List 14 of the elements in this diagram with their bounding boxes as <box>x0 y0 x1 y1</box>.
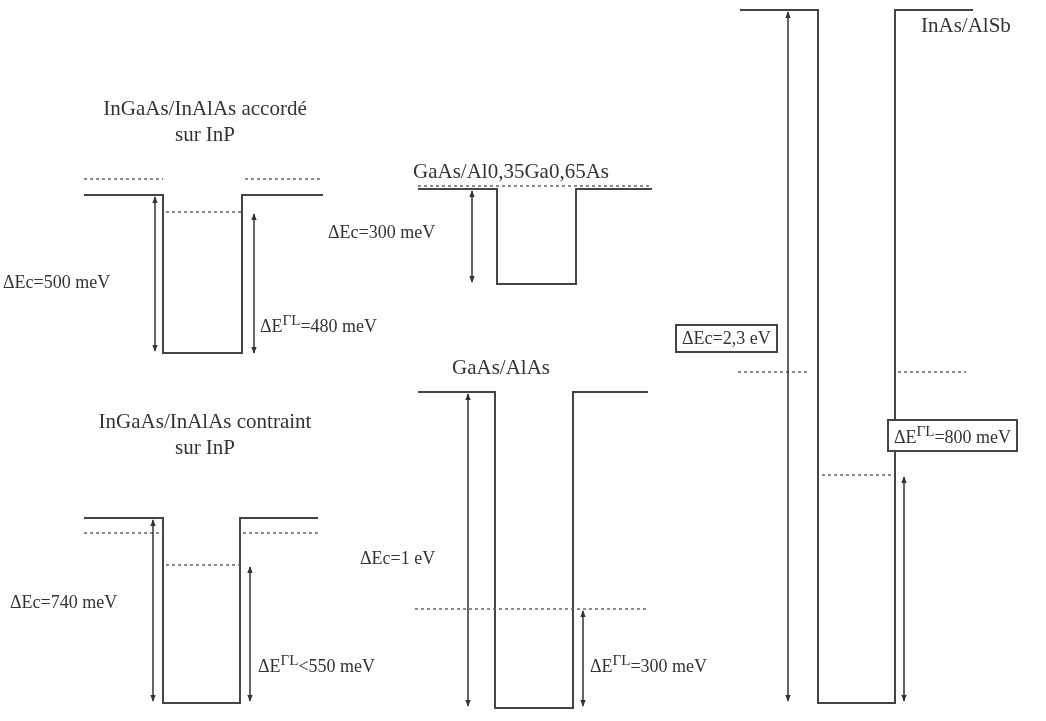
energy-label: ΔE$^{ΓL}$=300 meV <box>590 651 708 678</box>
boxed-energy-label: ΔEc=2,3 eV <box>675 324 778 353</box>
energy-label: ΔE$^{ΓL}$<550 meV <box>258 651 376 678</box>
energy-label: ΔEc=740 meV <box>10 591 118 614</box>
material-label: GaAs/Al0,35Ga0,65As <box>413 158 609 185</box>
material-label: InAs/AlSb <box>921 12 1011 39</box>
material-label: InGaAs/InAlAs contraint sur InP <box>97 408 313 461</box>
energy-label: ΔEc=1 eV <box>360 547 436 570</box>
energy-label: ΔEc=500 meV <box>3 271 111 294</box>
boxed-energy-label: ΔE$^{ΓL}$=800 meV <box>887 419 1019 452</box>
energy-label: ΔE$^{ΓL}$=480 meV <box>260 311 378 338</box>
material-label: GaAs/AlAs <box>452 354 550 381</box>
material-label: InGaAs/InAlAs accordé sur InP <box>102 95 308 148</box>
energy-label: ΔEc=300 meV <box>328 221 436 244</box>
